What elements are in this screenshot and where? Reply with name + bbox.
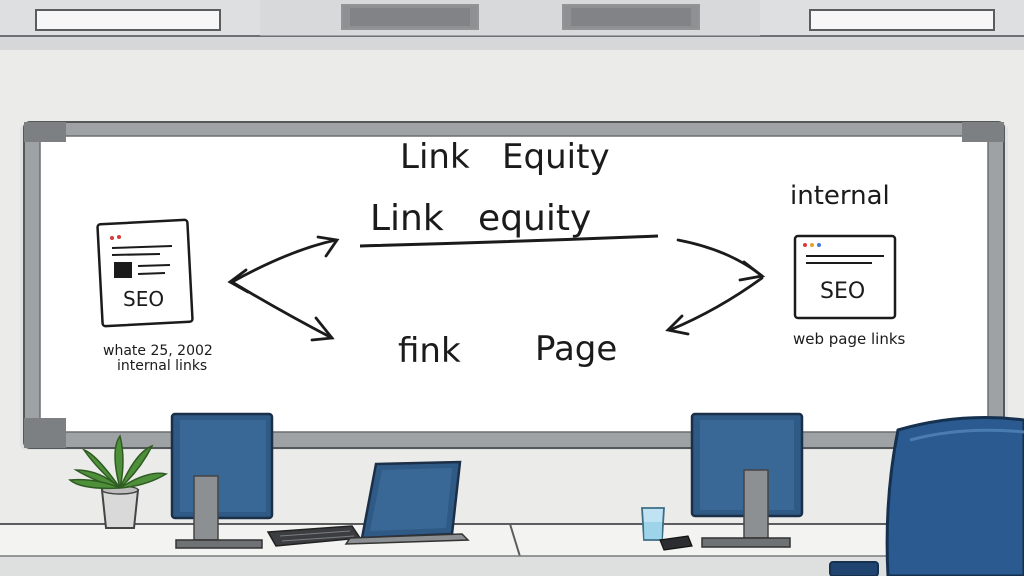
right-arrows bbox=[665, 238, 766, 336]
left-doc-caption-line1: whate 25, 2002 bbox=[103, 343, 213, 359]
desk bbox=[0, 523, 1024, 576]
right-seo-document: SEO bbox=[793, 234, 897, 320]
monitor-icon bbox=[170, 412, 274, 549]
phone-icon bbox=[659, 535, 693, 551]
ceiling-light-right bbox=[809, 9, 995, 31]
left-doc-seo-label: SEO bbox=[123, 287, 164, 311]
left-arrows bbox=[227, 235, 340, 342]
board-word-fink: fink bbox=[398, 331, 461, 371]
monitor-icon bbox=[690, 412, 804, 548]
right-doc-seo-label: SEO bbox=[820, 279, 865, 304]
right-doc-caption: web page links bbox=[793, 330, 906, 348]
laptop-icon bbox=[344, 460, 470, 545]
left-doc-caption-line2: internal links bbox=[117, 358, 207, 374]
right-heading-internal: internal bbox=[790, 181, 890, 211]
chair-icon bbox=[829, 416, 1024, 576]
board-title-underlined: Link equity bbox=[370, 198, 591, 239]
board-word-page: Page bbox=[535, 329, 617, 369]
left-seo-document: SEO bbox=[96, 218, 194, 328]
board-title-top: Link Equity bbox=[400, 137, 610, 177]
plant-icon bbox=[68, 434, 169, 529]
left-doc-image-block bbox=[114, 262, 132, 278]
glass-icon bbox=[641, 507, 665, 541]
title-underline bbox=[359, 234, 659, 248]
ceiling bbox=[0, 0, 1024, 50]
whiteboard: Link Equity Link equity fink Page bbox=[20, 121, 1008, 450]
ceiling-light-left bbox=[35, 9, 221, 31]
